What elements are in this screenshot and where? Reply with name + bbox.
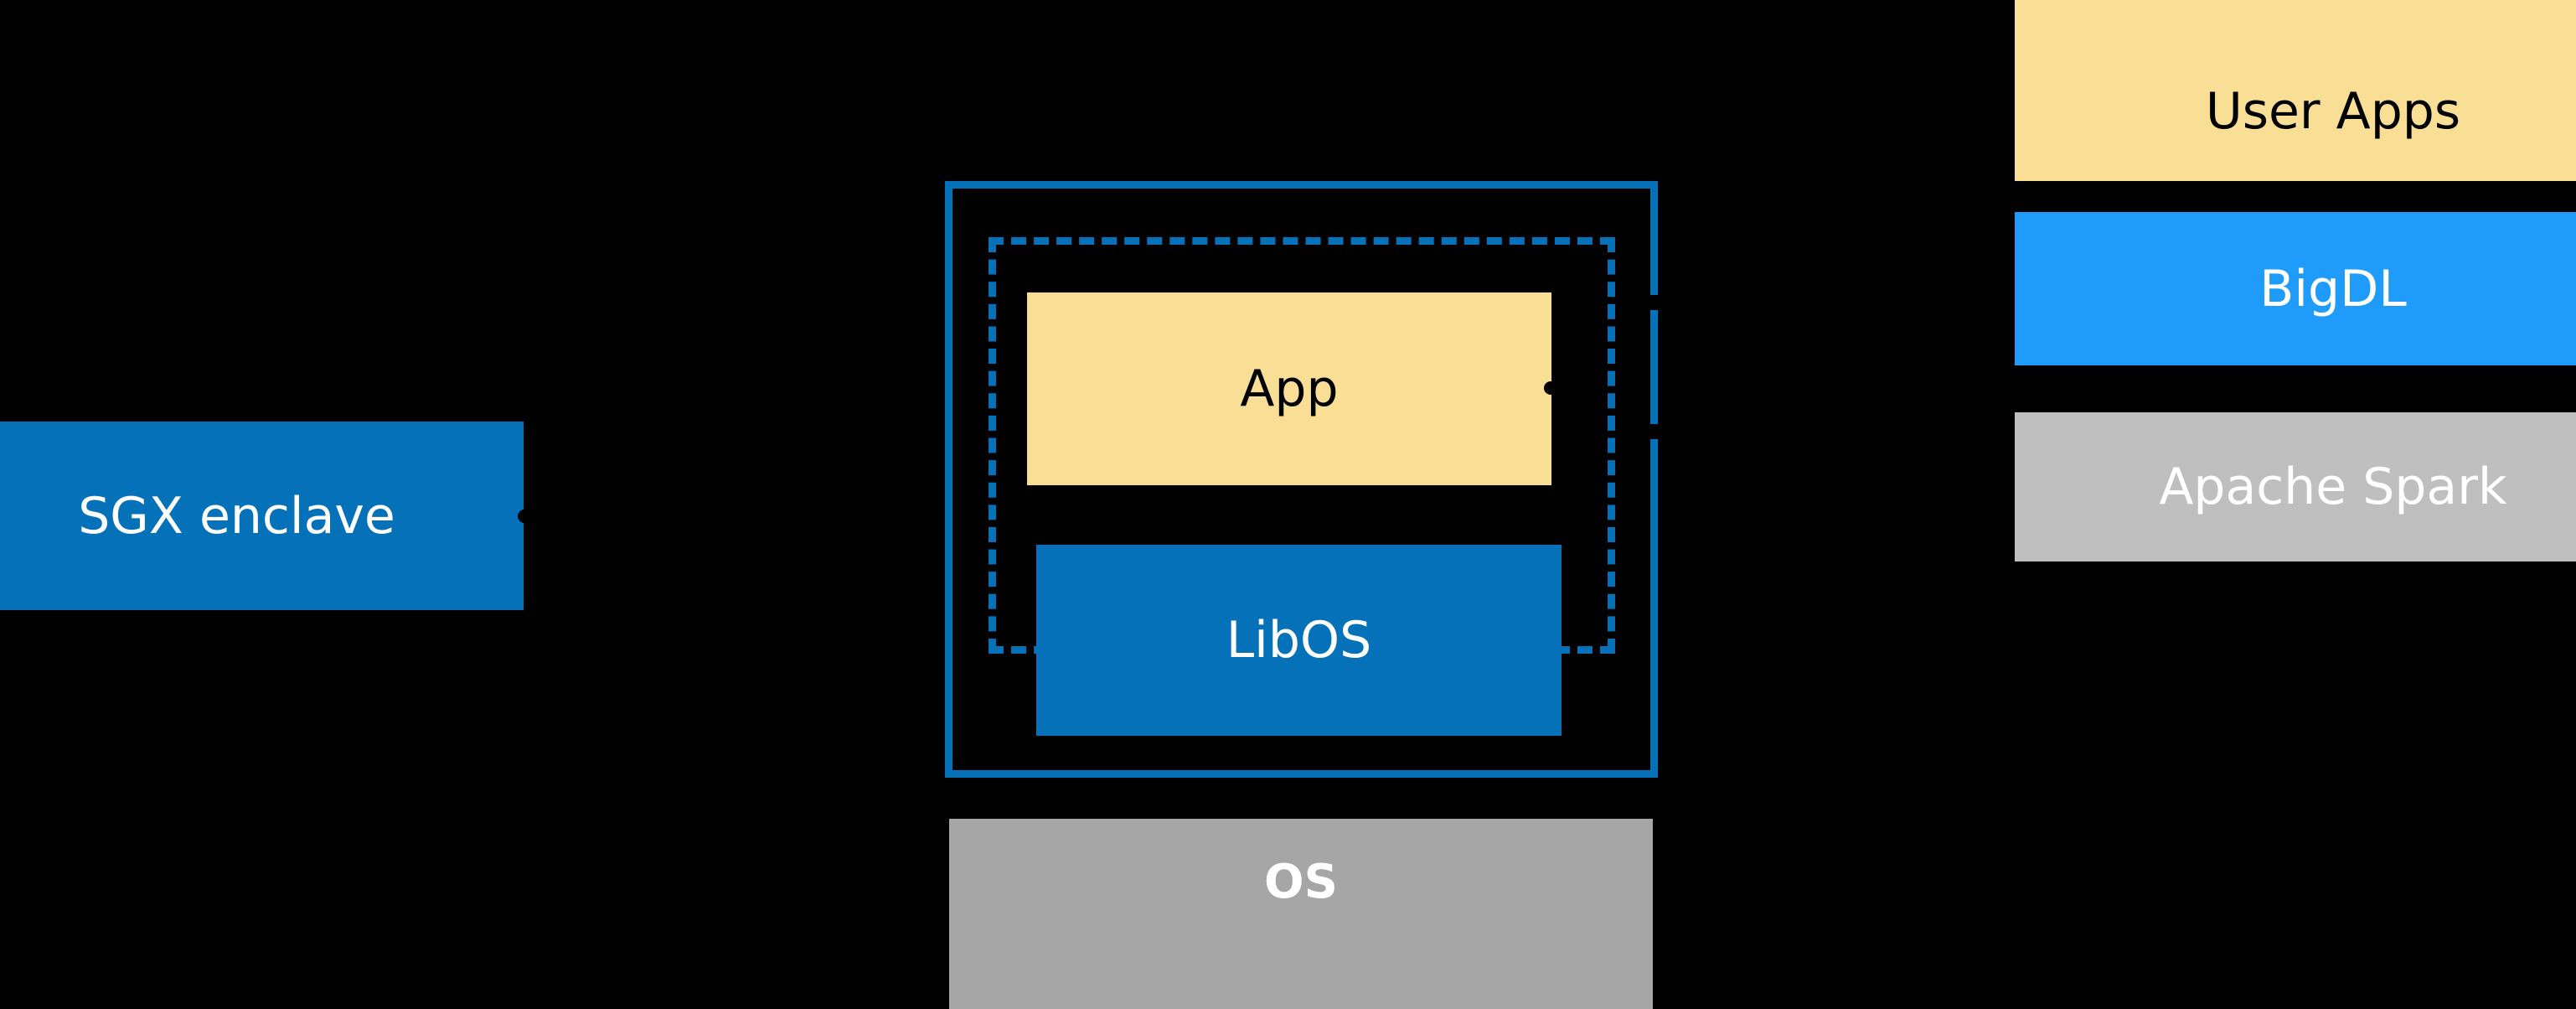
apache-spark-box: Apache Spark <box>2015 412 2576 561</box>
bigdl-box: BigDL <box>2015 212 2576 365</box>
sgx-enclave-box: SGX enclave <box>0 422 524 610</box>
app-box: App <box>1027 292 1551 485</box>
os-label: OS <box>1264 855 1338 909</box>
tee-outer-boundary <box>945 181 1658 778</box>
libos-label: LibOS <box>1226 611 1372 670</box>
sgx-enclave-label: SGX enclave <box>78 486 395 546</box>
boundary-gap-upper-icon <box>1647 295 1659 310</box>
libos-box: LibOS <box>1036 545 1562 736</box>
bigdl-label: BigDL <box>2259 259 2407 318</box>
user-apps-box: User Apps <box>2015 0 2576 181</box>
os-box: OS <box>949 819 1653 1009</box>
app-to-stack-arrow-icon <box>1544 381 1557 395</box>
apache-spark-label: Apache Spark <box>2159 458 2507 516</box>
sgx-to-enclave-arrow-icon <box>518 510 531 523</box>
boundary-gap-lower-icon <box>1647 424 1659 439</box>
app-label: App <box>1240 360 1339 418</box>
user-apps-label: User Apps <box>2205 82 2461 141</box>
